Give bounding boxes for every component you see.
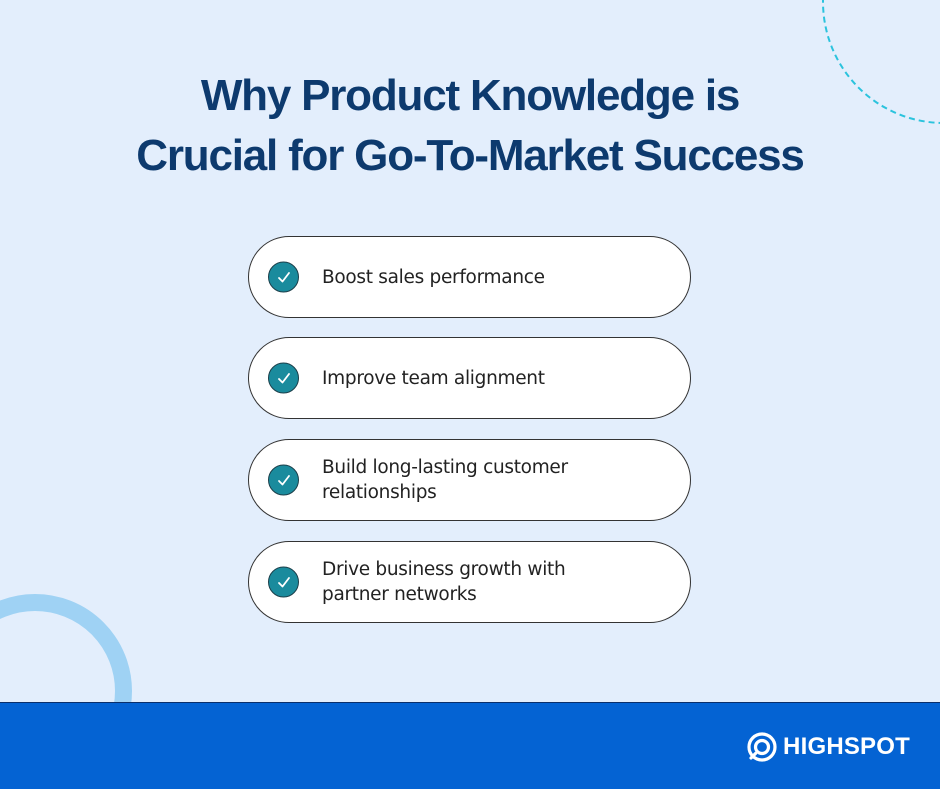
footer-bar: HIGHSPOT xyxy=(0,702,940,789)
check-circle-icon xyxy=(268,566,299,598)
brand-name: HIGHSPOT xyxy=(783,733,910,760)
benefit-card: Drive business growth with partner netwo… xyxy=(248,541,691,623)
benefit-label: Boost sales performance xyxy=(322,266,545,288)
brand-logo: HIGHSPOT xyxy=(746,731,910,763)
benefit-label: Drive business growth with partner netwo… xyxy=(322,559,566,605)
benefit-label: Build long-lasting customer relationship… xyxy=(322,457,568,503)
benefit-label: Improve team alignment xyxy=(322,367,545,389)
title-line-1: Why Product Knowledge is xyxy=(200,71,741,120)
check-circle-icon xyxy=(268,464,299,496)
check-circle-icon xyxy=(268,362,299,394)
benefit-card: Boost sales performance xyxy=(248,236,691,318)
title-line-2: Crucial for Go-To-Market Success xyxy=(136,131,805,180)
benefit-card: Improve team alignment xyxy=(248,337,691,419)
page-title: Why Product Knowledge is Crucial for Go-… xyxy=(0,66,940,186)
highspot-logo-icon xyxy=(747,732,777,762)
benefit-card: Build long-lasting customer relationship… xyxy=(248,439,691,521)
check-circle-icon xyxy=(268,261,299,293)
